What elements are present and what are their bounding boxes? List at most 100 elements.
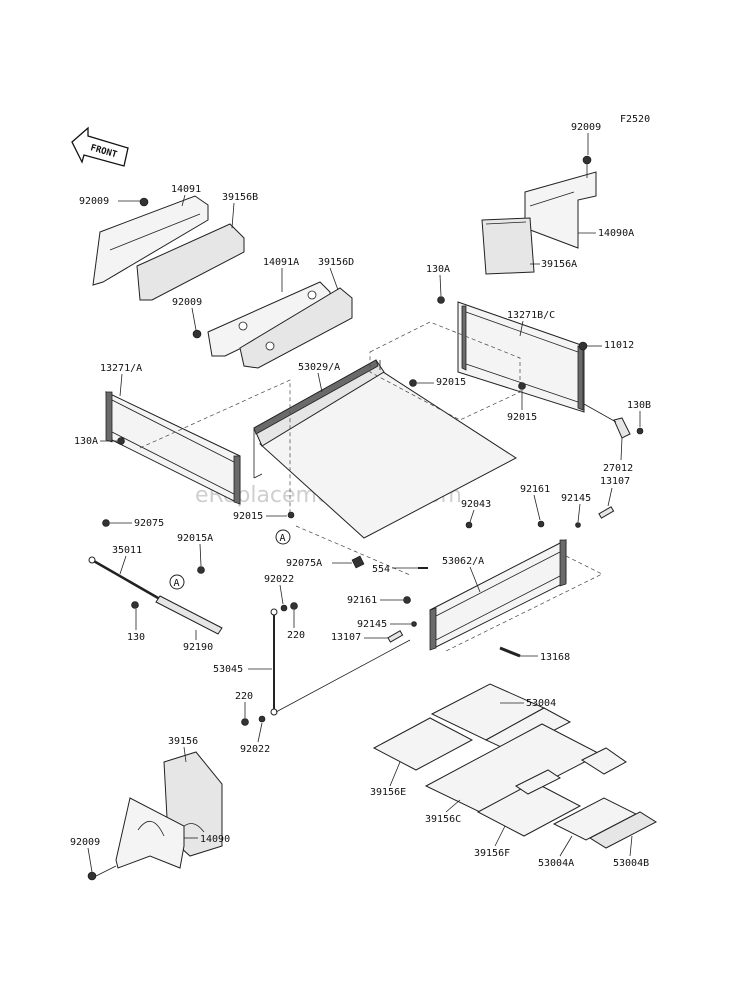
label-13168: 13168 [540,652,570,663]
label-92015A: 92015A [177,533,213,544]
label-14091A: 14091A [263,257,299,268]
bushing-13107-low [387,630,404,643]
part-39156F-mat [476,769,582,837]
part-39156D-pad [239,287,353,369]
label-220-low: 220 [235,691,253,702]
label-11012: 11012 [604,340,634,351]
label-14090: 14090 [200,834,230,845]
label-13271BC: 13271B/C [507,310,555,321]
frame-dashline-left [139,379,291,512]
part-53062A-rear-gate [429,539,603,653]
clip-92075A [351,555,365,569]
bolt-130B [636,427,644,435]
label-39156: 39156 [168,736,198,747]
label-35011: 35011 [112,545,142,556]
nut-92015A [197,566,205,574]
spring-92145-top [575,522,581,528]
label-53004B: 53004B [613,858,649,869]
part-14090A-bracket [524,171,597,249]
label-53004: 53004 [526,698,556,709]
label-92022-top: 92022 [264,574,294,585]
part-53045-stay [270,608,411,716]
label-554: 554 [372,564,390,575]
part-13271A-side-panel [105,391,241,505]
label-27012: 27012 [603,463,633,474]
label-92145-top: 92145 [561,493,591,504]
nut-92015-mid [409,379,417,387]
bolt-92009-left [139,197,149,207]
label-39156E: 39156E [370,787,406,798]
label-53029A: 53029/A [298,362,340,373]
label-92009-bot: 92009 [70,837,100,848]
nut-92015-right [518,382,526,390]
label-53004A: 53004A [538,858,574,869]
label-53062A: 53062/A [442,556,484,567]
label-39156C: 39156C [425,814,461,825]
part-39156B-pad [136,223,245,301]
label-14090A: 14090A [598,228,634,239]
part-39156C-mat [424,723,627,815]
part-39156E-mat [372,717,474,771]
bolt-92161-top [537,520,545,528]
label-92015-right: 92015 [507,412,537,423]
bolt-92009-bot [87,871,97,881]
bolt-130A-left [117,437,125,445]
label-13271A: 13271/A [100,363,142,374]
diagram-code: F2520 [620,114,650,125]
label-39156A: 39156A [541,259,577,270]
label-130B: 130B [627,400,651,411]
label-130A-top: 130A [426,264,450,275]
label-92009-left: 92009 [79,196,109,207]
part-39156A-pad [481,217,535,275]
bushing-13107-top [598,506,615,519]
label-92009-mid: 92009 [172,297,202,308]
cargo-outline-upper [369,321,521,421]
label-92015-low: 92015 [233,511,263,522]
part-53004B-mat [588,811,658,849]
label-92015-mid: 92015 [436,377,466,388]
callout-a-upper: A [275,529,291,545]
label-39156B: 39156B [222,192,258,203]
nut-220-low [241,718,249,726]
label-92161-low: 92161 [347,595,377,606]
label-130A-left: 130A [74,436,98,447]
label-92009-top: 92009 [571,122,601,133]
bolt-130A-top [437,296,445,304]
label-13107-low: 13107 [331,632,361,643]
label-13107-top: 13107 [600,476,630,487]
label-92190: 92190 [183,642,213,653]
label-39156D: 39156D [318,257,354,268]
label-92161-top: 92161 [520,484,550,495]
label-92022-low: 92022 [240,744,270,755]
pin-92043 [465,521,473,529]
bolt-92009-mid [192,329,202,339]
part-13271BC-side-panel [457,301,585,413]
bolt-130 [131,601,139,609]
rod-13168 [499,646,521,658]
label-39156F: 39156F [474,848,510,859]
nut-92015-low [287,511,295,519]
front-arrow-icon: FRONT [71,126,129,167]
part-92190-plate [155,595,223,635]
pin-92075 [102,519,110,527]
label-130: 130 [127,632,145,643]
part-53029A-bed [253,359,517,539]
label-92075A: 92075A [286,558,322,569]
clip-11012 [578,341,588,351]
label-92145-low: 92145 [357,619,387,630]
washer-92022-top [280,604,288,612]
part-27012-hinge [583,403,631,439]
label-53045: 53045 [213,664,243,675]
part-14090-bracket [115,797,185,869]
label-92043: 92043 [461,499,491,510]
spring-92145-low [411,621,417,627]
bolt-92009-top [582,155,592,165]
label-220-top: 220 [287,630,305,641]
washer-92022-low [258,715,266,723]
part-14091-cover [92,195,209,286]
svg-text:A: A [174,578,180,589]
nut-220-top [290,602,298,610]
callout-a-lower: A [169,574,185,590]
bolt-92161-low [403,596,411,604]
